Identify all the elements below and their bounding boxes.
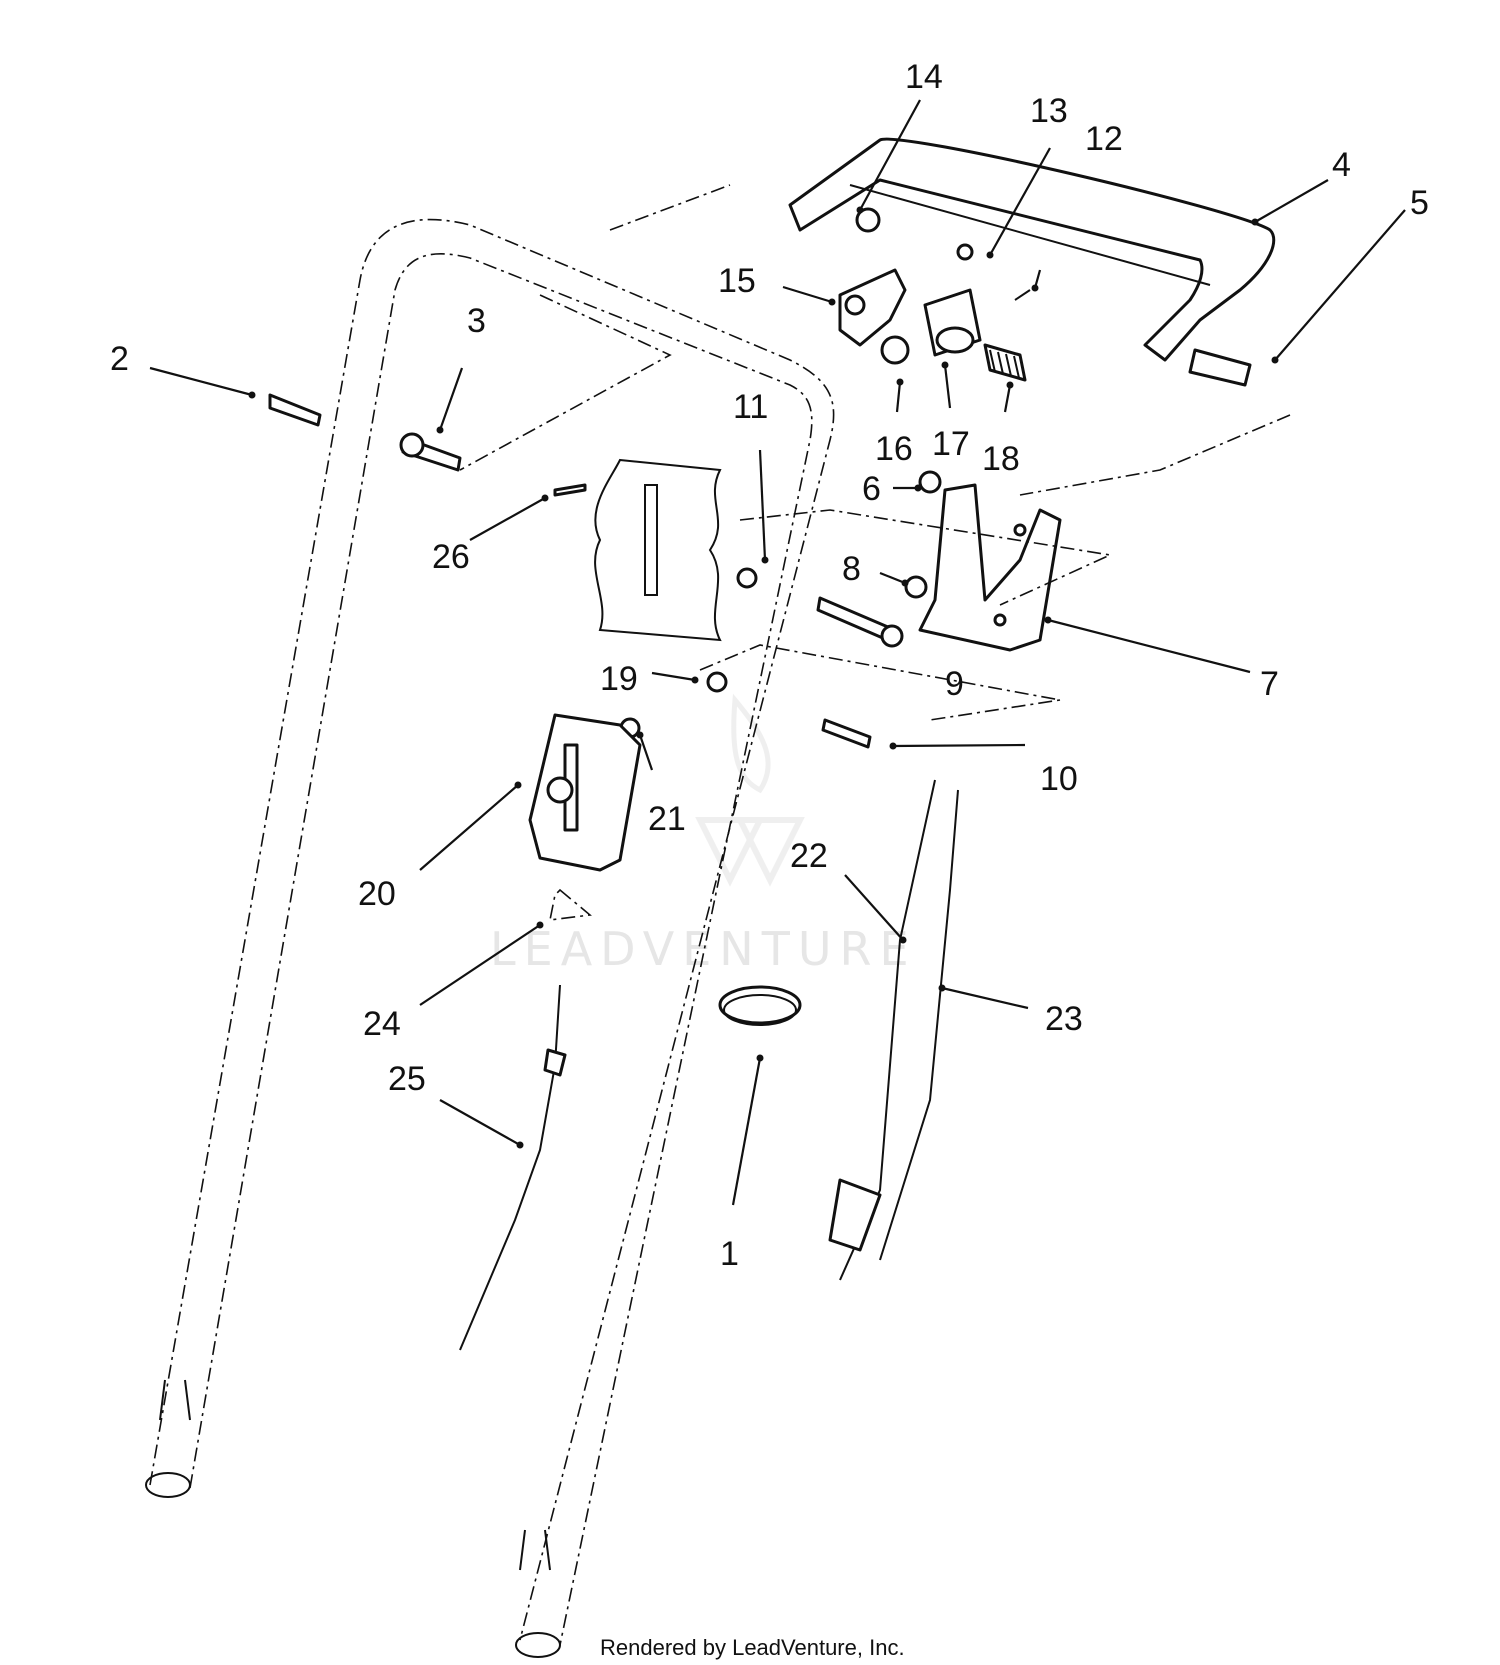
callout-6: 6	[862, 470, 881, 508]
callout-10: 10	[1040, 760, 1078, 798]
callout-19: 19	[600, 660, 638, 698]
bail-handle	[788, 137, 1276, 362]
callout-17: 17	[932, 425, 970, 463]
callout-9: 9	[945, 665, 964, 703]
watermark-text: LEADVENTURE	[490, 922, 917, 976]
footer-credit: Rendered by LeadVenture, Inc.	[600, 1635, 905, 1660]
leader-lines	[149, 99, 1406, 1206]
callout-23: 23	[1045, 1000, 1083, 1038]
control-plate	[528, 458, 722, 872]
callout-4: 4	[1332, 146, 1351, 184]
callout-16: 16	[875, 430, 913, 468]
callout-5: 5	[1410, 184, 1429, 222]
callout-2: 2	[110, 340, 129, 378]
callout-1: 1	[720, 1235, 739, 1273]
handle-frame	[145, 184, 835, 1658]
latch-assembly	[838, 207, 1031, 382]
callout-15: 15	[718, 262, 756, 300]
callout-13: 13	[1030, 92, 1068, 130]
callout-3: 3	[467, 302, 486, 340]
callout-labels: 1 2 3 4 5 6 7 8 9 10 11 12 13 14 15 16 1…	[110, 58, 1429, 1273]
pivot-rod	[1188, 348, 1252, 387]
callout-12: 12	[1085, 120, 1123, 158]
hidden-parts-outline	[548, 414, 1291, 921]
callout-24: 24	[363, 1005, 401, 1043]
callout-25: 25	[388, 1060, 426, 1098]
callout-22: 22	[790, 837, 828, 875]
callout-7: 7	[1260, 665, 1279, 703]
callout-21: 21	[648, 800, 686, 838]
cable-clip	[718, 985, 802, 1026]
callout-8: 8	[842, 550, 861, 588]
control-cables	[459, 779, 959, 1351]
callout-14: 14	[905, 58, 943, 96]
callout-11: 11	[733, 388, 768, 426]
mounting-bracket	[918, 483, 1062, 652]
callout-26: 26	[432, 538, 470, 576]
callout-18: 18	[982, 440, 1020, 478]
callout-20: 20	[358, 875, 396, 913]
